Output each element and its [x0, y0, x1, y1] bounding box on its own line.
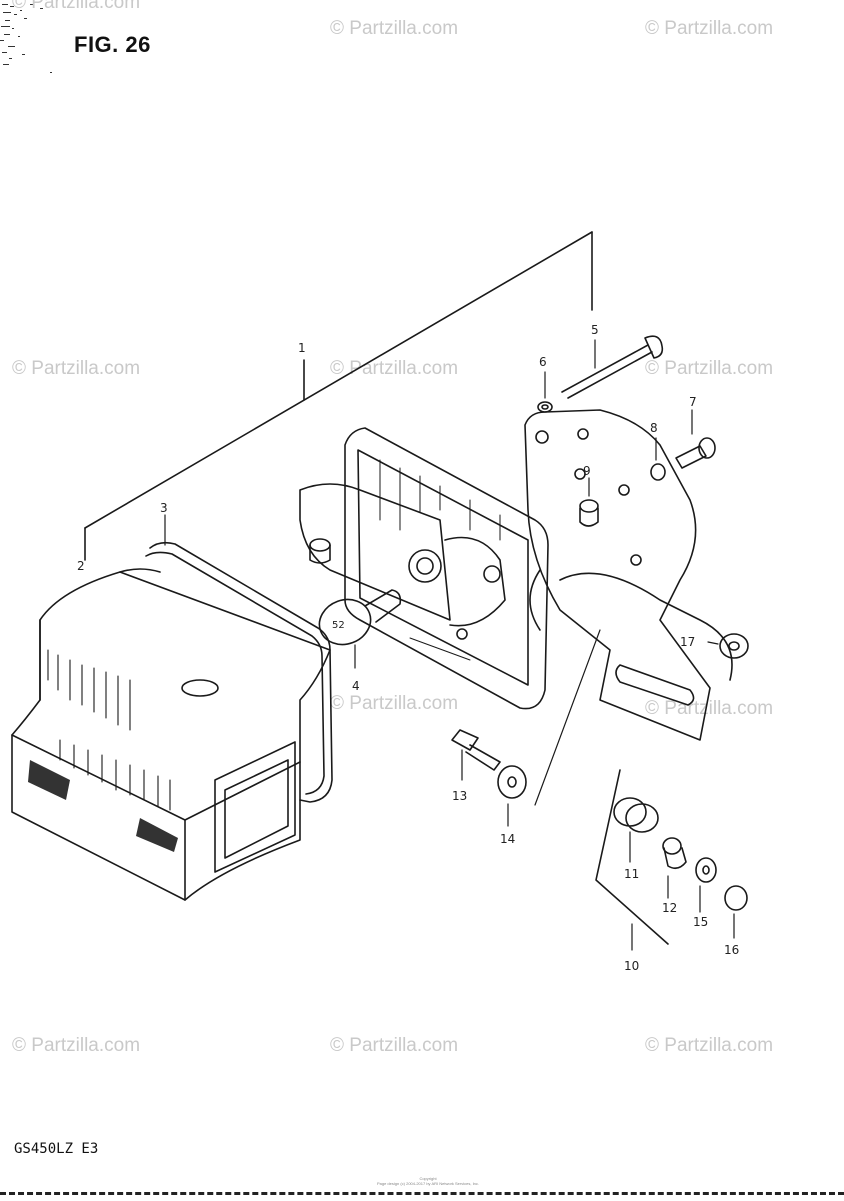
washer-6 [537, 371, 553, 413]
washer-15 [695, 857, 717, 913]
svg-text:52: 52 [332, 620, 345, 631]
callout-11: 11 [624, 867, 639, 881]
callout-15: 15 [693, 915, 708, 929]
lamp-base [299, 427, 549, 710]
callout-4: 4 [352, 679, 360, 693]
callout-12: 12 [662, 901, 677, 915]
watermark: © Partzilla.com [330, 358, 459, 379]
nut-8 [650, 437, 666, 481]
watermark: © Partzilla.com [645, 1035, 774, 1056]
callout-8: 8 [650, 421, 658, 435]
gasket [145, 514, 333, 803]
callout-5: 5 [591, 323, 599, 337]
grommet-11 [613, 797, 659, 863]
callout-14: 14 [500, 832, 515, 846]
watermark: © Partzilla.com [645, 698, 774, 719]
callout-2: 2 [77, 559, 85, 573]
assembly-10-bracket-line [595, 769, 669, 951]
watermark: © Partzilla.com [12, 358, 141, 379]
callout-9: 9 [583, 464, 591, 478]
callout-6: 6 [539, 355, 547, 369]
bolt-13 [451, 729, 501, 781]
copyright-line-1: Copyright [419, 1176, 437, 1181]
washer-14 [497, 629, 601, 827]
screw-7 [675, 409, 716, 469]
watermark: © Partzilla.com [330, 1035, 459, 1056]
page-edge-scan-line [0, 1192, 844, 1201]
callout-3: 3 [160, 501, 168, 515]
bulb: 52 [318, 589, 402, 669]
watermark: © Partzilla.com [12, 1035, 141, 1056]
figure-title: FIG. 26 [74, 32, 151, 57]
long-bolt [561, 335, 664, 399]
callout-16: 16 [724, 943, 739, 957]
nut-16 [724, 885, 748, 939]
assembly-bracket-line [84, 231, 593, 561]
collar-12 [662, 837, 687, 899]
model-code: GS450LZ E3 [14, 1141, 99, 1157]
copyright-line-2: Page design (c) 2004-2017 by ARI Network… [376, 1181, 480, 1186]
scan-noise [0, 4, 52, 73]
mounting-bracket [524, 409, 733, 741]
watermark: © Partzilla.com [330, 18, 459, 39]
watermark: © Partzilla.com [330, 693, 459, 714]
callout-10: 10 [624, 959, 639, 973]
copyright-notice: Copyright Page design (c) 2004-2017 by A… [368, 1176, 488, 1186]
callout-7: 7 [689, 395, 697, 409]
watermark: © Partzilla.com [645, 358, 774, 379]
watermark: © Partzilla.com [12, 0, 141, 13]
spacer-9 [579, 477, 599, 527]
callout-labels: 1 2 3 4 5 6 7 8 9 10 11 12 13 14 15 16 1… [77, 323, 739, 973]
watermark: © Partzilla.com [645, 18, 774, 39]
grommet-17 [707, 633, 749, 659]
callout-17: 17 [680, 635, 695, 649]
callout-1: 1 [298, 341, 306, 355]
callout-13: 13 [452, 789, 467, 803]
lens-housing [11, 568, 331, 901]
